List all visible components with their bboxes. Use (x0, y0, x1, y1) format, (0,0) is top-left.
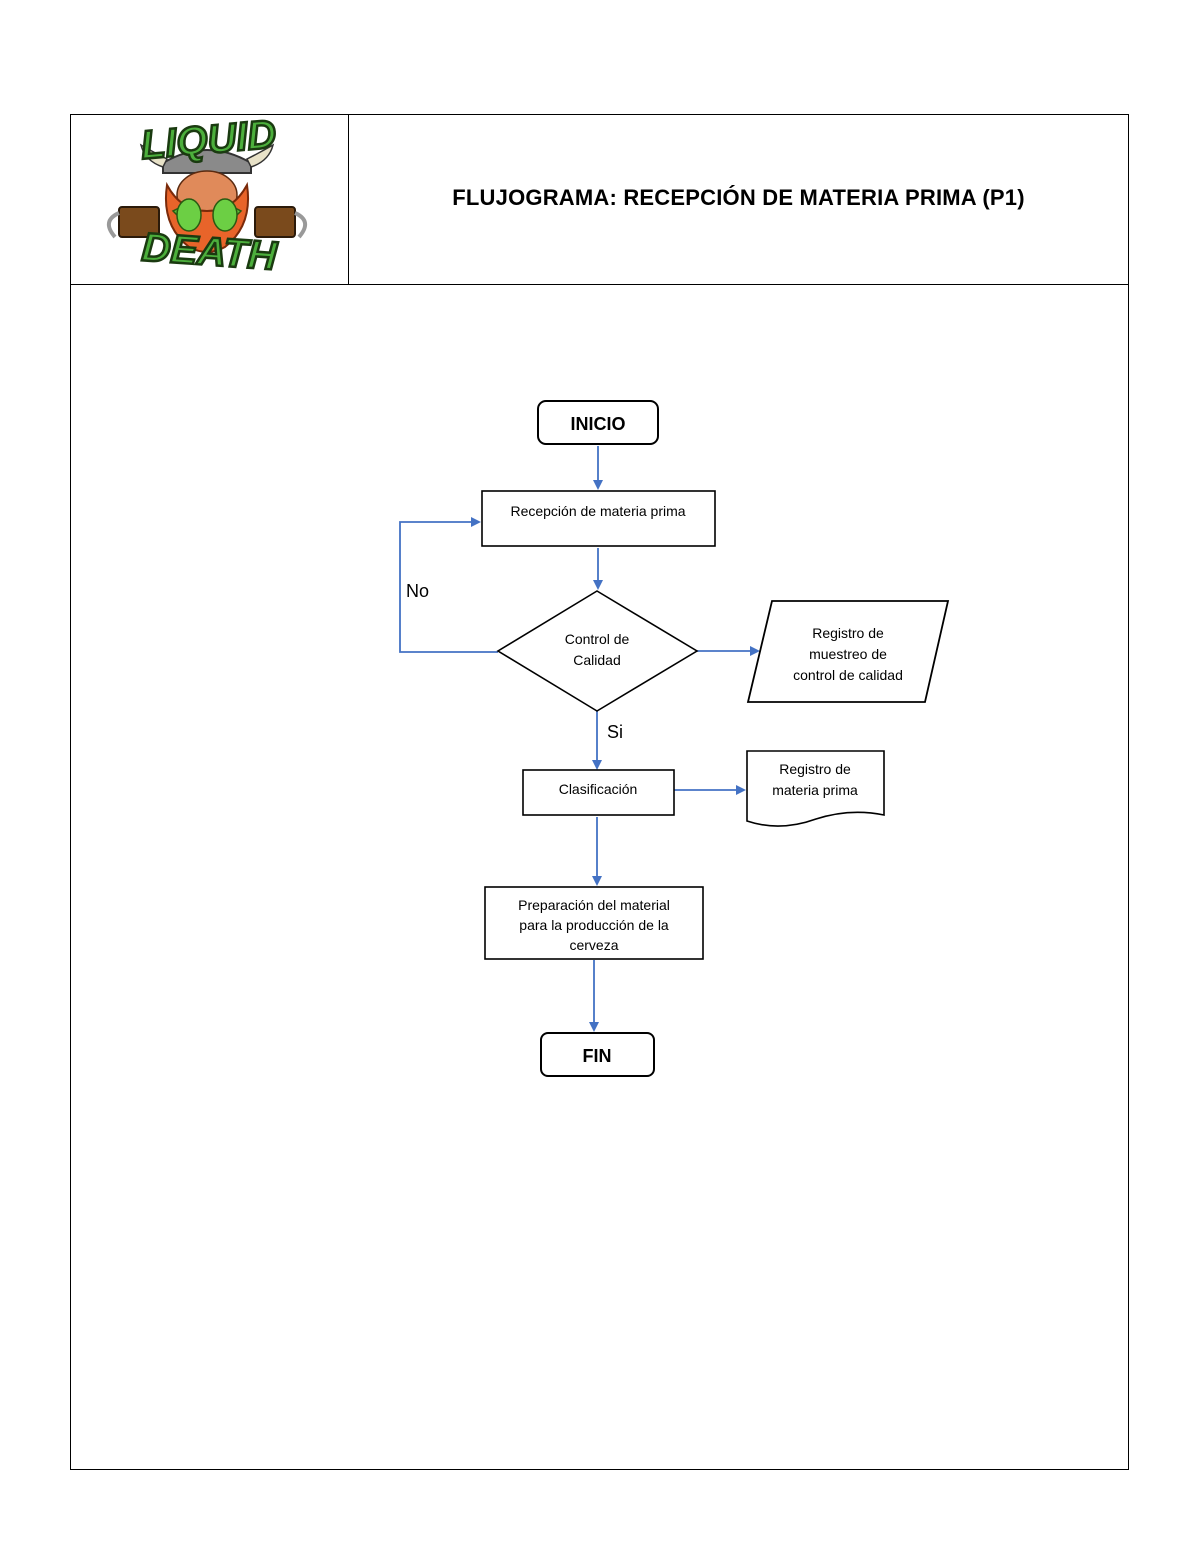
viking-beer-logo: LIQUID DEATH (107, 111, 307, 280)
page-title: FLUJOGRAMA: RECEPCIÓN DE MATERIA PRIMA (… (452, 184, 1025, 210)
preparation-node (484, 886, 704, 960)
end-node (540, 1032, 655, 1077)
beard-icon (165, 181, 249, 253)
edge-label-no: No (406, 581, 429, 601)
quality-decision-line-1: Control de (565, 631, 630, 647)
sampling-record-line-3: control de calidad (793, 667, 903, 683)
arrow-quality-no-loop (399, 517, 498, 653)
classification-node (522, 769, 675, 816)
material-record-node (746, 750, 885, 827)
material-record-line-2: materia prima (772, 782, 858, 798)
preparation-line-2: para la producción de la (519, 917, 669, 933)
document-frame: LIQUID DEATH FLUJOGRAMA: RECEPCIÓN DE MA… (70, 111, 1129, 1470)
title-cell: FLUJOGRAMA: RECEPCIÓN DE MATERIA PRIMA (… (349, 115, 1128, 284)
material-record-line-1: Registro de (779, 761, 851, 777)
header-row: LIQUID DEATH FLUJOGRAMA: RECEPCIÓN DE MA… (71, 111, 1128, 285)
sampling-record-line-2: muestreo de (809, 646, 887, 662)
edge-label-yes: Si (607, 722, 623, 742)
start-node-label: INICIO (570, 414, 625, 434)
start-node (537, 400, 659, 445)
quality-decision-node (496, 590, 699, 712)
beer-mug-left-icon (118, 206, 160, 238)
preparation-line-1: Preparación del material (518, 897, 670, 913)
reception-node-label: Recepción de materia prima (510, 503, 685, 519)
end-node-label: FIN (583, 1046, 612, 1066)
classification-node-label: Clasificación (559, 781, 638, 797)
logo-cell: LIQUID DEATH (71, 111, 349, 284)
beer-mug-right-icon (254, 206, 296, 238)
preparation-line-3: cerveza (569, 937, 618, 953)
sampling-record-node (746, 600, 950, 703)
logo-text-bottom: DEATH (140, 225, 279, 278)
quality-decision-line-2: Calidad (573, 652, 620, 668)
helmet-icon (162, 149, 252, 174)
reception-node (481, 490, 716, 547)
sampling-record-line-1: Registro de (812, 625, 884, 641)
